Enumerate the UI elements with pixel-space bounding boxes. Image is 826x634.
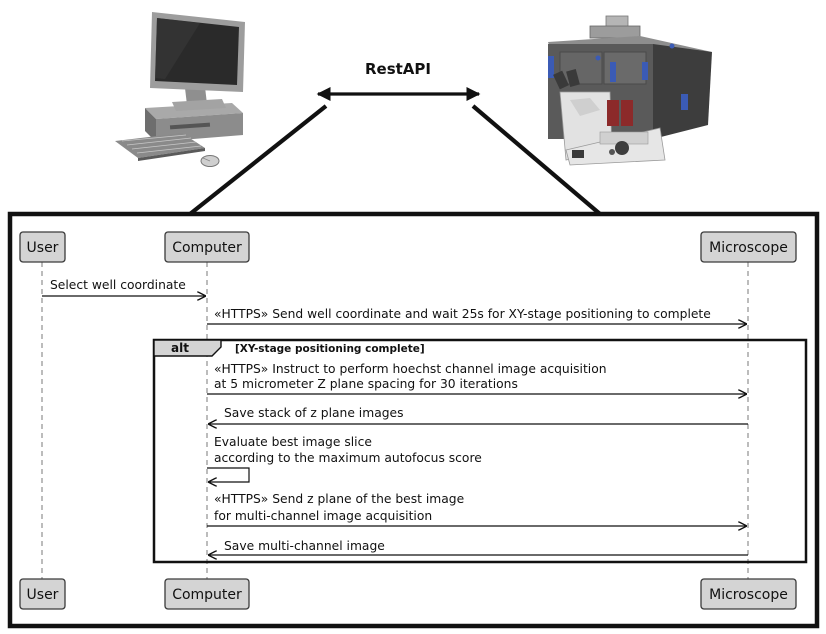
message-evaluate-line1: Evaluate best image slice	[214, 435, 372, 449]
svg-text:Microscope: Microscope	[709, 587, 788, 603]
restapi-label: RestAPI	[365, 60, 431, 78]
connector-line-left	[188, 104, 328, 216]
message-select-well: Select well coordinate	[50, 278, 186, 292]
participant-microscope-top: Microscope	[700, 231, 797, 263]
participant-microscope-bottom: Microscope	[700, 578, 797, 610]
message-save-multichannel: Save multi-channel image	[224, 539, 385, 553]
message-evaluate-line2: according to the maximum autofocus score	[214, 451, 482, 465]
svg-text:Computer: Computer	[172, 587, 242, 603]
message-instruct-hoechst-line2: at 5 micrometer Z plane spacing for 30 i…	[214, 377, 518, 391]
message-send-best-plane-line1: «HTTPS» Send z plane of the best image	[214, 492, 464, 506]
desktop-computer-icon	[115, 12, 245, 167]
microscope-icon	[548, 15, 712, 166]
svg-text:User: User	[27, 240, 59, 256]
participant-user-bottom: User	[19, 578, 66, 610]
participant-computer-top: Computer	[164, 231, 250, 263]
alt-fragment: alt [XY-stage positioning complete]	[152, 338, 808, 564]
connector-line-right	[471, 104, 602, 216]
svg-text:Microscope: Microscope	[709, 240, 788, 256]
participant-computer-bottom: Computer	[164, 578, 250, 610]
svg-text:Computer: Computer	[172, 240, 242, 256]
participant-user-top: User	[19, 231, 66, 263]
arrow-computer-self	[207, 467, 250, 482]
message-send-best-plane-line2: for multi-channel image acquisition	[214, 509, 432, 523]
message-save-z-stack: Save stack of z plane images	[224, 406, 404, 420]
svg-text:User: User	[27, 587, 59, 603]
sequence-diagram-frame	[7, 211, 820, 629]
message-send-well-coordinate: «HTTPS» Send well coordinate and wait 25…	[214, 307, 711, 321]
message-instruct-hoechst-line1: «HTTPS» Instruct to perform hoechst chan…	[214, 362, 607, 376]
alt-operator-label: alt	[171, 341, 189, 355]
alt-guard-condition: [XY-stage positioning complete]	[235, 343, 425, 355]
